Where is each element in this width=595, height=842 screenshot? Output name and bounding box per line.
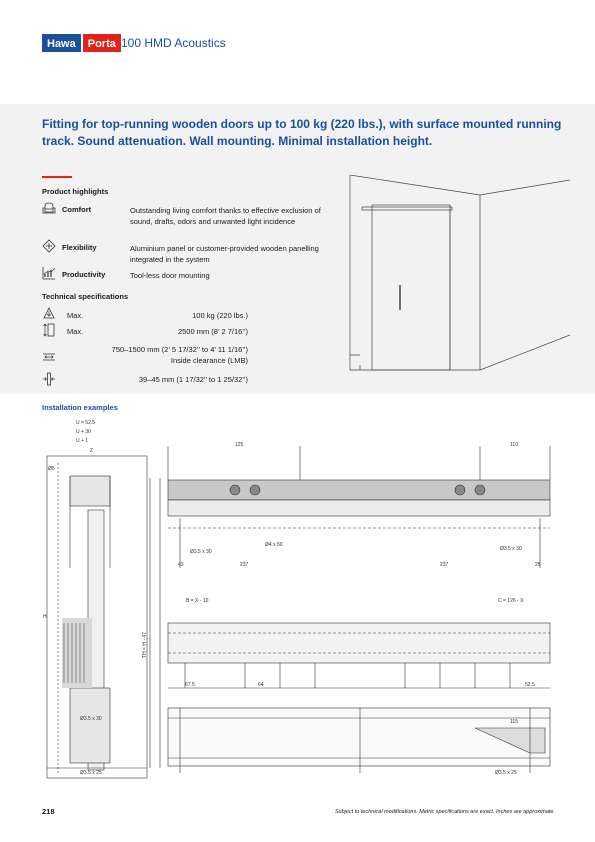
highlight-name-productivity: Productivity [62, 270, 106, 279]
dim-bx10: B = X - 10 [186, 598, 209, 604]
highlights-title: Product highlights [42, 187, 109, 196]
dim-cx: C = 126 - X [498, 598, 524, 604]
spec-width-value: 750–1500 mm (2’ 5 17/32’’ to 4’ 11 1/16’… [111, 345, 248, 365]
dim-h: H [43, 614, 47, 620]
dim-phi4x50: Ø4 x 50 [265, 542, 283, 548]
overview-panel [0, 104, 595, 394]
dim-u1: U + 1 [76, 438, 88, 444]
accent-rule [42, 176, 72, 178]
dim-525: 52.5 [525, 682, 535, 688]
weight-icon [43, 307, 55, 319]
dim-675: 67.5 [185, 682, 195, 688]
spec-height-value: 2500 mm (8’ 2 7/16’’) [177, 327, 248, 336]
dim-phi35x25: Ø3.5 x 25 [80, 770, 102, 776]
dim-phi35x30-right: Ø3.5 x 30 [500, 546, 522, 552]
dim-25: 25 [535, 562, 541, 568]
width-icon [43, 353, 55, 361]
spec-weight-label: Max. [67, 311, 84, 320]
dim-43: 43 [178, 562, 184, 568]
spec-height-label: Max. [67, 327, 84, 336]
spec-thickness-value: 39–45 mm (1 17/32’’ to 1 25/32’’) [138, 375, 248, 384]
dim-phi5: Ø5 [48, 466, 55, 472]
dim-u30: U + 30 [76, 429, 91, 435]
height-icon [43, 323, 55, 337]
highlight-desc-flexibility: Aluminium panel or customer-provided woo… [130, 244, 319, 264]
brand-logo: Hawa Porta [42, 34, 121, 52]
diamond-arrows-icon [42, 239, 56, 253]
growth-chart-icon [42, 267, 56, 280]
highlight-name-comfort: Comfort [62, 205, 92, 214]
dim-237a: 237 [240, 562, 249, 568]
page-headline: Fitting for top-running wooden doors up … [42, 117, 562, 148]
product-name: 100 HMD Acoustics [121, 36, 226, 50]
brand-hawa: Hawa [42, 34, 81, 52]
dim-110: 110 [510, 442, 518, 448]
page-number: 218 [42, 807, 55, 816]
specs-title: Technical specifications [42, 292, 129, 301]
highlight-desc-productivity: Tool-less door mounting [130, 271, 210, 280]
dim-phi35x25-right: Ø3.5 x 25 [495, 770, 517, 776]
highlight-desc-comfort: Outstanding living comfort thanks to eff… [130, 206, 321, 226]
room-door-illustration [349, 175, 570, 371]
thickness-icon [43, 372, 55, 386]
brand-porta: Porta [82, 34, 121, 52]
dim-phi35x30-left: Ø3.5 x 30 [80, 716, 102, 722]
dim-phi35x30: Ø3.5 x 30 [190, 549, 212, 555]
installation-drawing: U = 52.5 U + 30 U + 1 Z Ø5 125 110 237 2… [43, 420, 551, 779]
dim-u525: U = 52.5 [76, 420, 95, 426]
dim-237b: 237 [440, 562, 449, 568]
dim-115: 115 [510, 719, 518, 725]
dim-64: 64 [258, 682, 264, 688]
dim-125: 125 [235, 442, 244, 448]
dim-th: TH = H - 47 [142, 632, 148, 658]
dim-z: Z [90, 448, 93, 454]
installation-title: Installation examples [42, 403, 118, 412]
footer-note: Subject to technical modifications. Metr… [334, 809, 555, 815]
armchair-icon [42, 202, 56, 214]
highlight-name-flexibility: Flexibility [62, 243, 97, 252]
spec-weight-value: 100 kg (220 lbs.) [192, 311, 248, 320]
